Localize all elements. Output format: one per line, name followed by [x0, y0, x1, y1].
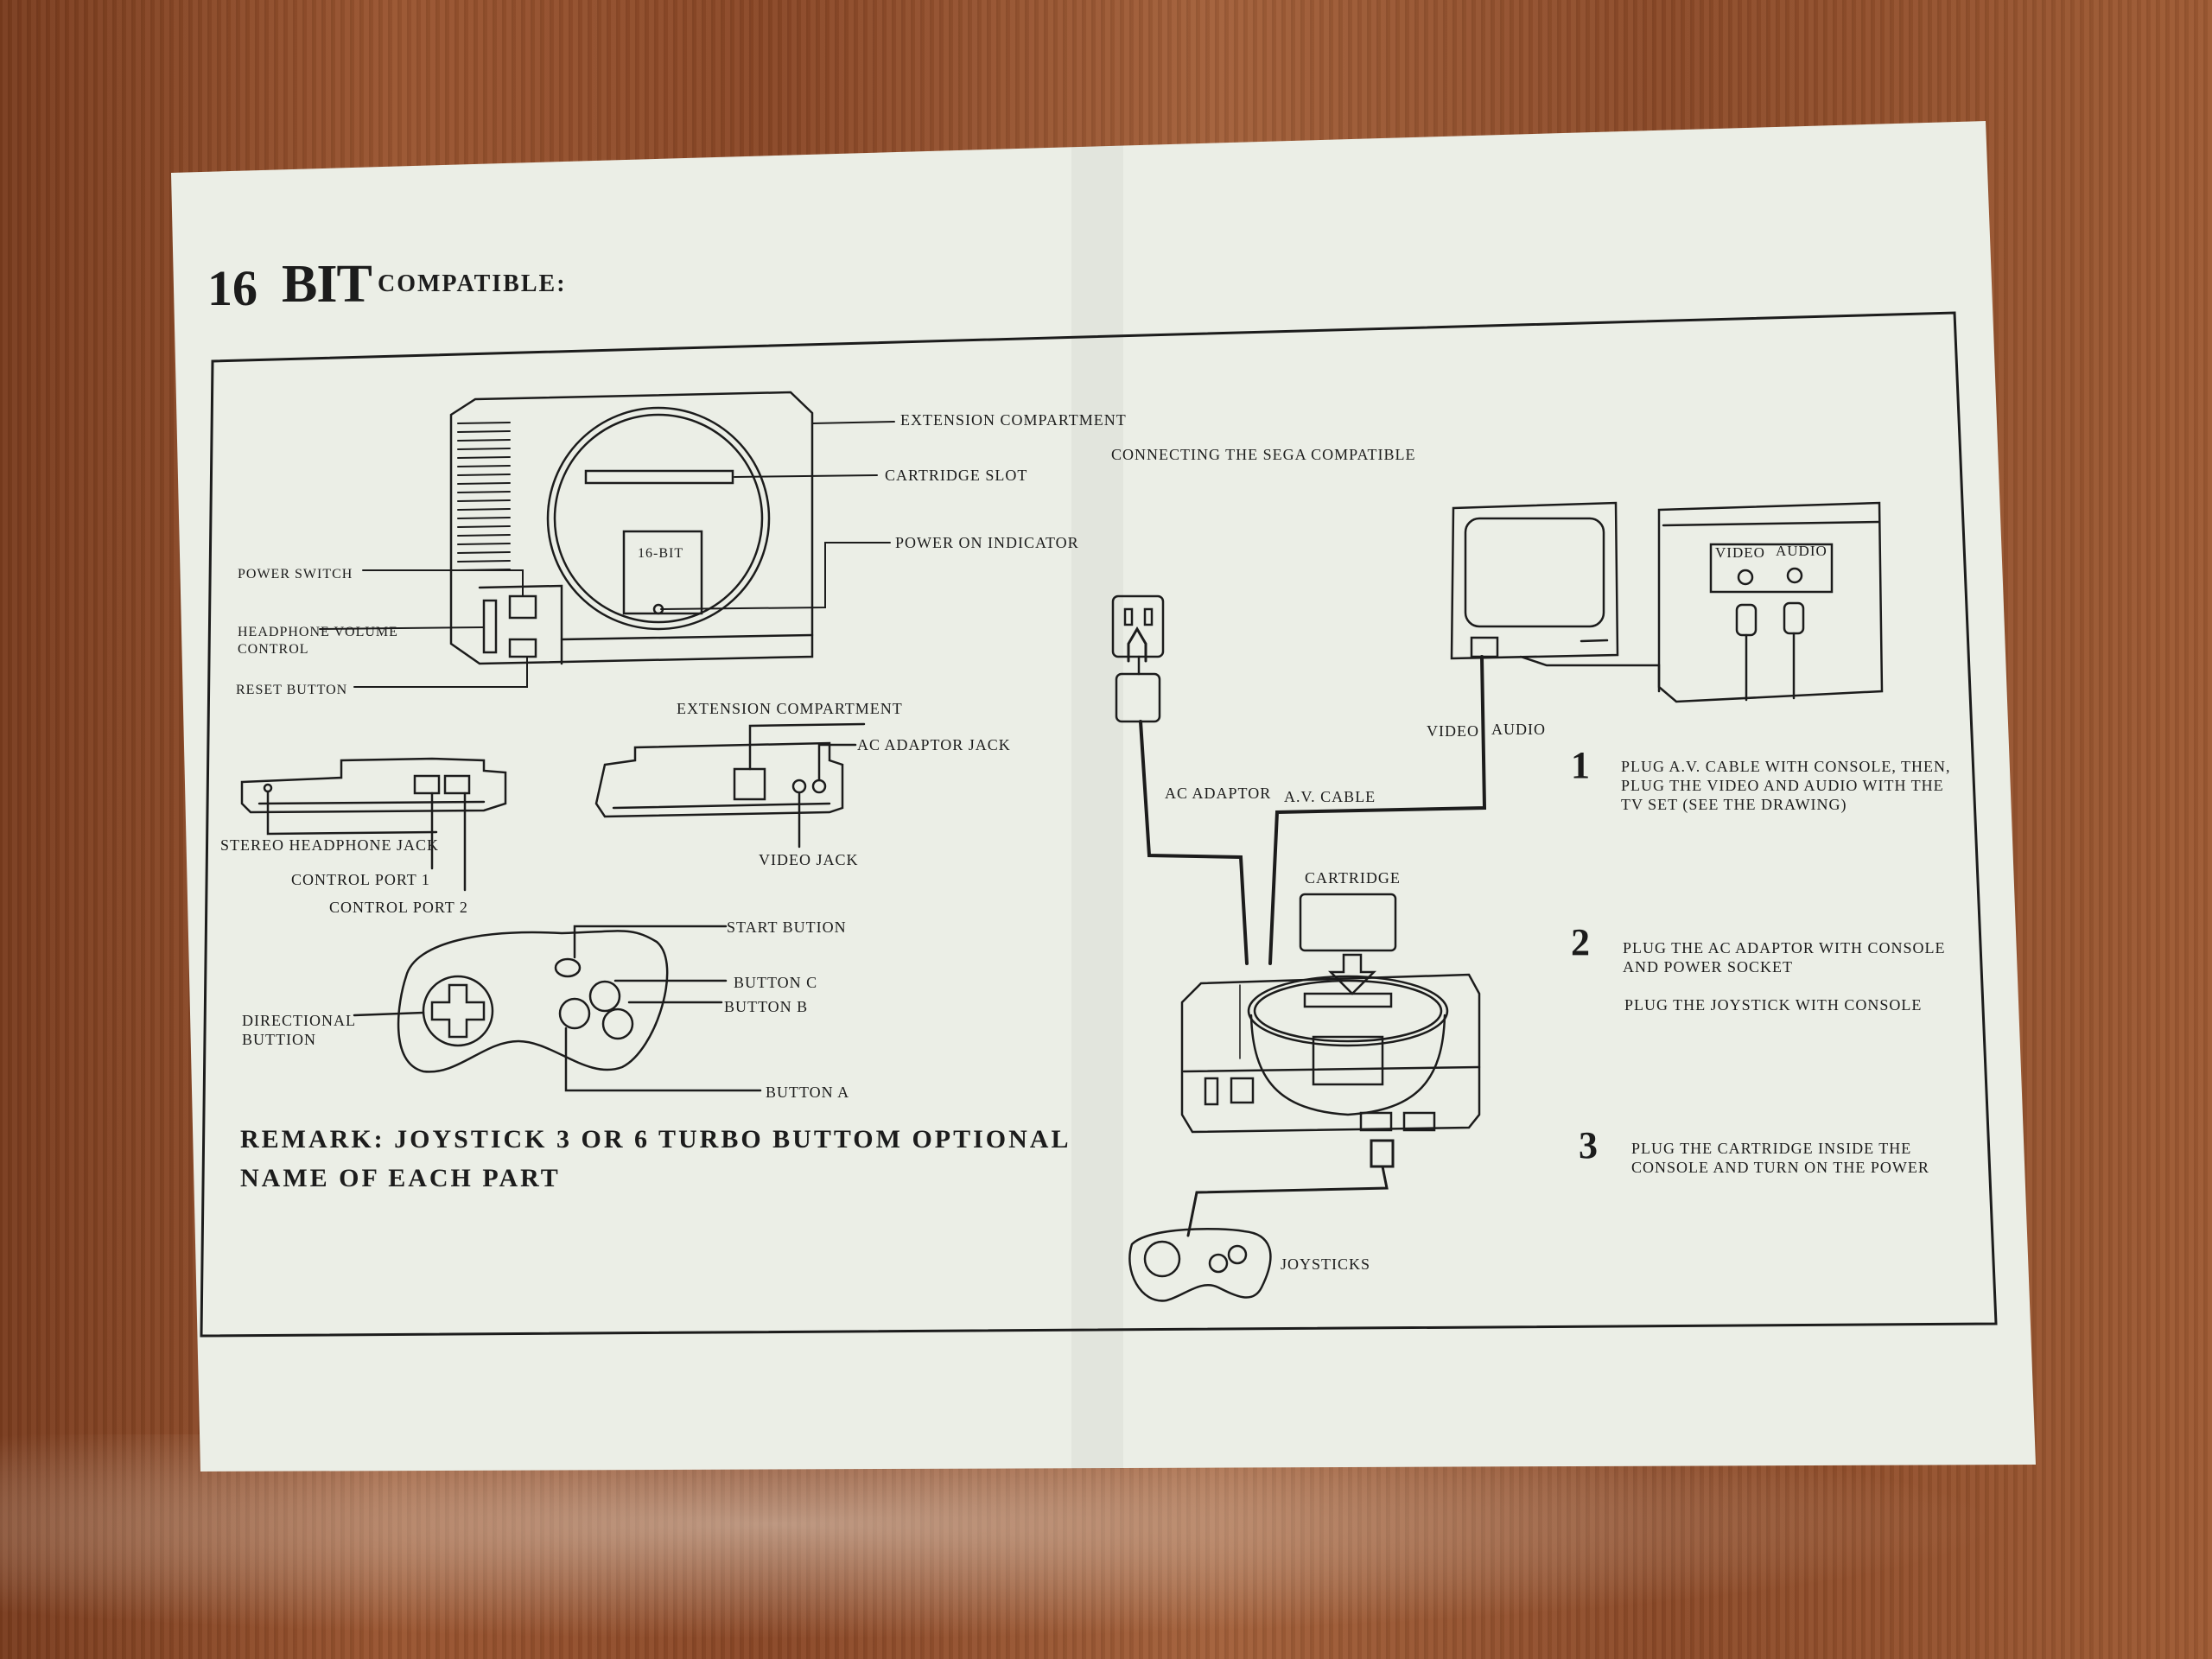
label-power-on-indicator: POWER ON INDICATOR: [895, 534, 1079, 551]
label-button-b: BUTTON B: [724, 998, 809, 1015]
paper-fold-shadow: [1071, 145, 1123, 1469]
cable-label-video: VIDEO: [1427, 722, 1479, 740]
label-cartridge-slot: CARTRIDGE SLOT: [885, 467, 1028, 484]
label-ac-adaptor: AC ADAPTOR: [1165, 785, 1272, 802]
floor-reflection: [0, 1434, 2212, 1659]
label-headphone-volume: HEADPHONE VOLUME CONTROL: [238, 625, 398, 657]
label-stereo-headphone-jack: STEREO HEADPHONE JACK: [220, 836, 440, 854]
tv-connector-detail: [1657, 501, 1884, 703]
leader-lines-top: [319, 421, 895, 688]
label-button-a: BUTTON A: [766, 1084, 850, 1101]
console-connection-view: [1180, 973, 1481, 1134]
label-video-jack: VIDEO JACK: [759, 851, 859, 868]
console-badge: 16-BIT: [638, 546, 684, 561]
tv-set: [1450, 501, 1661, 693]
label-cartridge: CARTRIDGE: [1305, 869, 1401, 887]
label-joysticks: JOYSTICKS: [1281, 1255, 1371, 1273]
label-control-port-2: CONTROL PORT 2: [329, 899, 468, 916]
step-2-text: PLUG THE AC ADAPTOR WITH CONSOLE AND POW…: [1623, 939, 1946, 976]
cable-label-audio: AUDIO: [1491, 721, 1546, 738]
label-start-button: START BUTION: [727, 918, 847, 936]
joystick-drawing: [1128, 1227, 1272, 1302]
tv-panel-audio: AUDIO: [1776, 543, 1827, 559]
step-3-number: 3: [1579, 1124, 1599, 1166]
step-1-text: PLUG A.V. CABLE WITH CONSOLE, THEN, PLUG…: [1621, 758, 1951, 813]
header-bit: BIT: [282, 255, 372, 314]
label-control-port-1: CONTROL PORT 1: [291, 871, 430, 888]
step-3-text: PLUG THE CARTRIDGE INSIDE THE CONSOLE AN…: [1631, 1140, 1929, 1176]
cables: [1139, 655, 1487, 965]
cartridge-drawing: [1299, 893, 1397, 995]
controller-diagram: [353, 925, 762, 1092]
console-top-view: [449, 391, 814, 665]
label-button-c: BUTTON C: [734, 974, 818, 991]
console-rear-view: [594, 722, 866, 849]
tv-panel-video: VIDEO: [1715, 544, 1765, 561]
header-number: 16: [207, 260, 257, 316]
step-1-number: 1: [1571, 744, 1591, 786]
step-2-extra: PLUG THE JOYSTICK WITH CONSOLE: [1624, 996, 1923, 1014]
remark-line-1: REMARK: JOYSTICK 3 OR 6 TURBO BUTTOM OPT…: [240, 1125, 1071, 1154]
label-av-cable: A.V. CABLE: [1284, 788, 1376, 805]
label-extension-compartment-top: EXTENSION COMPARTMENT: [900, 411, 1127, 429]
label-power-switch: POWER SWITCH: [238, 567, 353, 582]
label-extension-compartment-rear: EXTENSION COMPARTMENT: [677, 700, 903, 717]
label-directional-button: DIRECTIONAL BUTTION: [242, 1012, 356, 1048]
label-ac-adaptor-jack: AC ADAPTOR JACK: [857, 736, 1011, 753]
wall-socket: [1111, 594, 1165, 723]
step-2-number: 2: [1571, 921, 1591, 963]
remark-line-2: NAME OF EACH PART: [240, 1164, 561, 1192]
label-reset-button: RESET BUTTON: [236, 683, 348, 697]
header-compatible: COMPATIBLE:: [378, 270, 567, 297]
joystick-cable: [1186, 1139, 1395, 1237]
connection-title: CONNECTING THE SEGA COMPATIBLE: [1111, 446, 1416, 463]
